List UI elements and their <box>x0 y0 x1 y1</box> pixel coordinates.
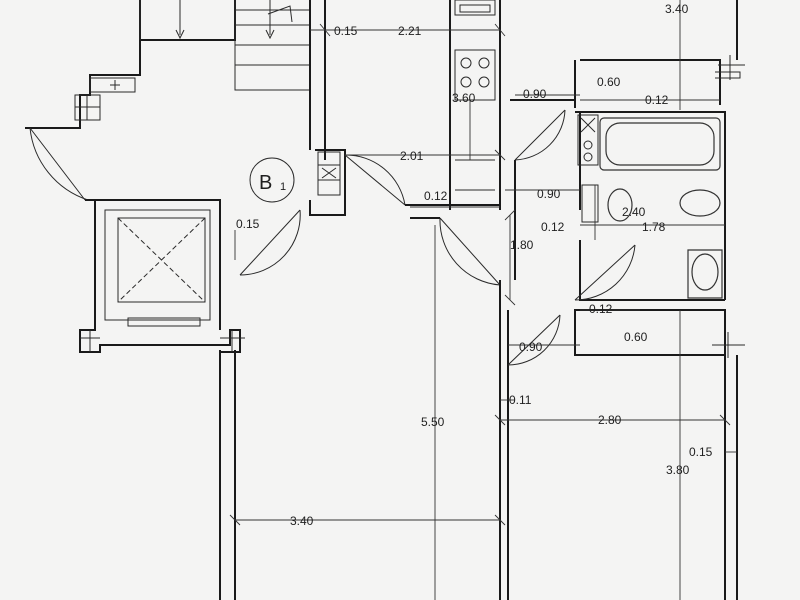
dimension-labels: 3.40 0.15 2.21 3.60 0.90 0.60 0.12 2.01 … <box>236 2 713 528</box>
room-tag-index: 1 <box>280 181 286 193</box>
dim-kitchen-wall: 0.12 <box>424 189 448 203</box>
dim-bed-gap: 0.15 <box>689 445 713 459</box>
dim-bed-width: 2.80 <box>598 413 622 427</box>
lift-shaft <box>79 199 245 353</box>
dimension-lines <box>229 0 737 600</box>
dim-corridor-height: 1.80 <box>510 238 534 252</box>
kitchen <box>449 0 501 210</box>
dim-kitchen-height: 3.60 <box>452 91 476 105</box>
dim-lobby-width: 2.01 <box>400 149 424 163</box>
dim-bath-wall-bottom: 0.60 <box>624 330 648 344</box>
dim-bath-width: 1.78 <box>642 220 666 234</box>
dim-top-right-width: 3.40 <box>665 2 689 16</box>
dim-living-width: 3.40 <box>290 514 314 528</box>
dim-stair-gap: 0.15 <box>334 24 358 38</box>
dim-living-height: 5.50 <box>421 415 445 429</box>
dim-door-a: 0.90 <box>523 87 547 101</box>
dim-bed-height: 3.80 <box>666 463 690 477</box>
room-tag: B 1 <box>249 157 295 203</box>
lobby-walls <box>219 149 406 276</box>
entrance-door <box>29 127 95 201</box>
dim-bath-height: 2.40 <box>622 205 646 219</box>
dim-bath-wall-top: 0.60 <box>597 75 621 89</box>
living-walls <box>219 204 509 600</box>
dim-door-b: 0.90 <box>537 187 561 201</box>
dim-lift-gap: 0.15 <box>236 217 260 231</box>
dim-bath-gap-bottom: 0.12 <box>589 302 613 316</box>
bedroom-walls <box>507 0 745 600</box>
dim-door-c: 0.90 <box>519 340 543 354</box>
dim-bath-gap-top: 0.12 <box>645 93 669 107</box>
dim-bath-side-gap: 0.12 <box>541 220 565 234</box>
dim-wall-thin: 0.11 <box>509 393 532 407</box>
room-tag-letter: B <box>259 172 272 194</box>
stairwell <box>25 0 326 160</box>
dim-hall-width: 2.21 <box>398 24 422 38</box>
bathroom <box>510 55 745 301</box>
